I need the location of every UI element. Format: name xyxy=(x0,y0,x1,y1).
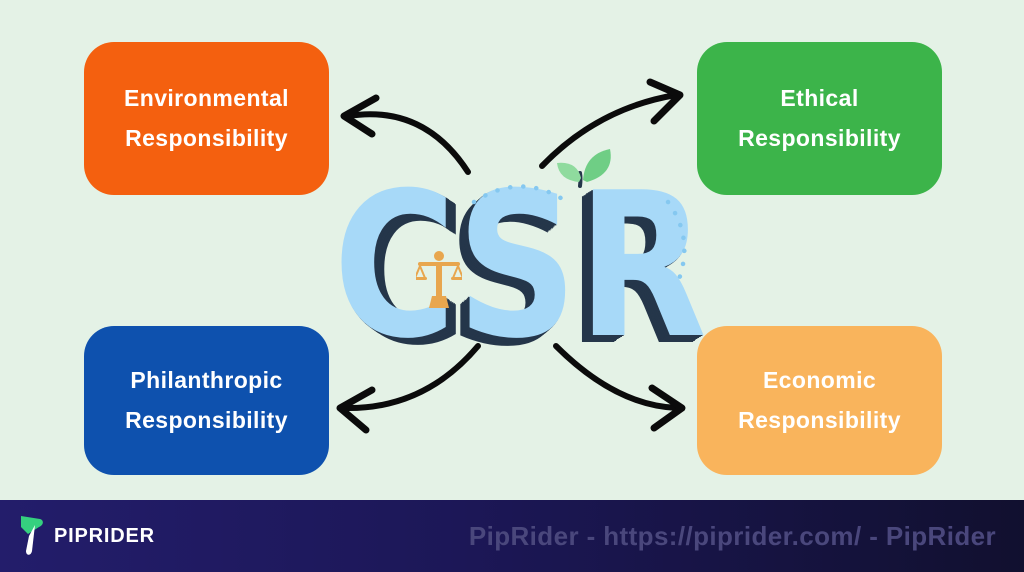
arrow-to-environmental-head xyxy=(340,94,380,138)
dotted-arc-right-icon xyxy=(665,199,687,290)
environmental-label-line2: Responsibility xyxy=(125,124,288,151)
arrow-to-philanthropic xyxy=(341,343,481,412)
arrow-to-ethical xyxy=(539,92,679,169)
philanthropic-responsibility-box: Philanthropic Responsibility xyxy=(84,326,329,475)
ethical-responsibility-box: Ethical Responsibility xyxy=(697,42,942,195)
philanthropic-label-line1: Philanthropic xyxy=(130,366,283,393)
arrow-to-economic-head xyxy=(648,384,686,432)
arrow-to-ethical-head xyxy=(646,78,684,125)
economic-label-line1: Economic xyxy=(762,366,877,393)
footer-bar: PIPRIDER PipRider - https://piprider.com… xyxy=(0,500,1024,572)
csr-letter-c: C xyxy=(333,150,457,383)
environmental-label-line1: Environmental xyxy=(124,84,289,111)
philanthropic-label-line2: Responsibility xyxy=(125,406,288,433)
sprout-icon xyxy=(557,149,611,188)
economic-label-line2: Responsibility xyxy=(738,406,901,433)
ethical-label-line2: Responsibility xyxy=(738,124,901,151)
economic-responsibility-box: Economic Responsibility xyxy=(697,326,942,475)
scales-of-justice-icon xyxy=(416,251,462,308)
csr-title: C S R xyxy=(333,150,707,383)
environmental-responsibility-box: Environmental Responsibility xyxy=(84,42,329,195)
ethical-label-line1: Ethical xyxy=(780,84,859,111)
dotted-arc-top-icon xyxy=(471,184,567,205)
arrow-to-economic xyxy=(553,343,681,411)
arrow-to-environmental xyxy=(345,111,471,175)
arrow-to-philanthropic-head xyxy=(336,386,376,434)
piprider-logo-icon xyxy=(21,516,43,555)
piprider-logo: PIPRIDER xyxy=(16,500,155,572)
csr-letter-r: R xyxy=(577,150,707,383)
footer-watermark-text: PipRider - https://piprider.com/ - PipRi… xyxy=(468,520,996,551)
csr-letter-s: S xyxy=(456,150,578,383)
piprider-logo-text: PIPRIDER xyxy=(54,524,155,547)
